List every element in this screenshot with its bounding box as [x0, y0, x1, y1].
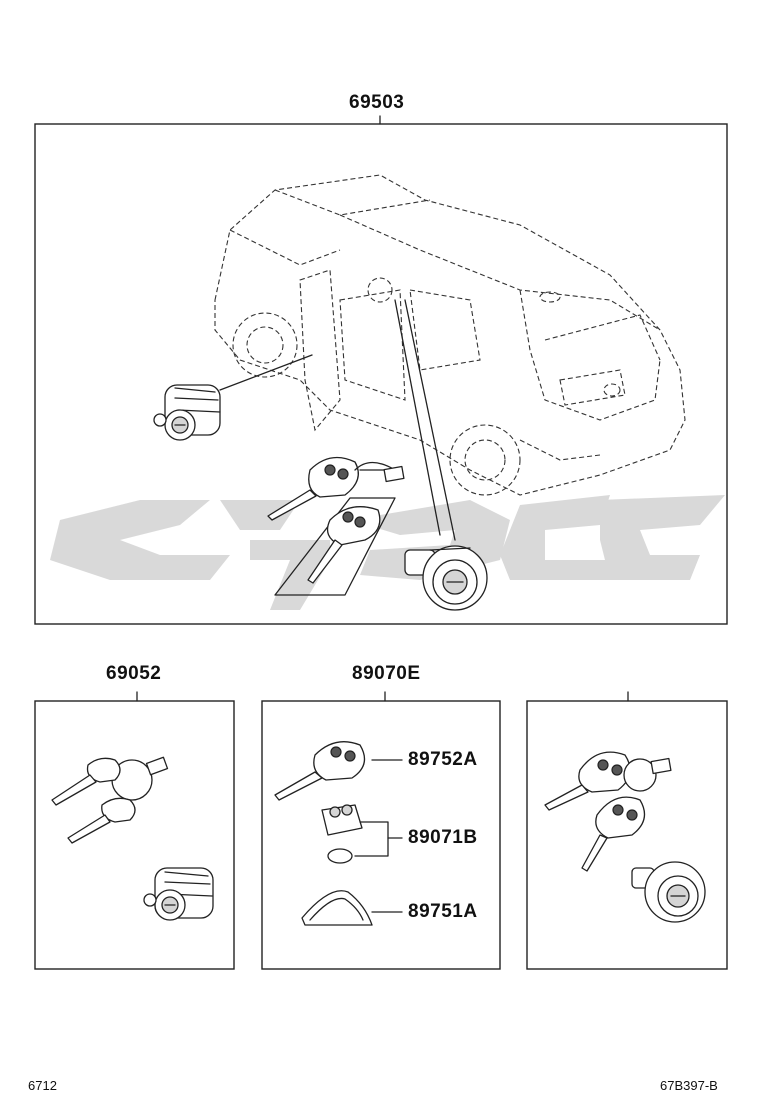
callout-89071B: 89071B [408, 827, 478, 848]
page-code: 6712 [28, 1078, 57, 1093]
panel-89070E-label: 89070E [352, 663, 421, 684]
ignition-lock-cylinder-icon [404, 545, 488, 611]
callout-89752A: 89752A [408, 749, 478, 770]
door-lock-cylinder-icon [153, 384, 221, 441]
diagram-code: 67B397-B [660, 1078, 718, 1093]
remote-key-icon [274, 741, 366, 801]
main-assembly-label: 69503 [349, 92, 405, 113]
battery-cell-icon [327, 848, 353, 864]
vehicle-outline-icon [214, 174, 686, 496]
remote-key-icon [544, 751, 672, 872]
panel-69052-frame [34, 700, 235, 970]
door-lock-cylinder-icon [143, 867, 214, 921]
panel-89708E-frame [526, 700, 728, 970]
key-cover-icon [301, 890, 373, 926]
main-assembly-frame [34, 123, 728, 625]
panel-89070E-frame [261, 700, 501, 970]
transponder-chip-icon [321, 804, 363, 836]
key-blade-icon [51, 756, 169, 844]
ignition-lock-cylinder-icon [631, 861, 706, 923]
panel-69052-label: 69052 [106, 663, 162, 684]
callout-89751A: 89751A [408, 901, 478, 922]
remote-key-icon [267, 456, 405, 584]
